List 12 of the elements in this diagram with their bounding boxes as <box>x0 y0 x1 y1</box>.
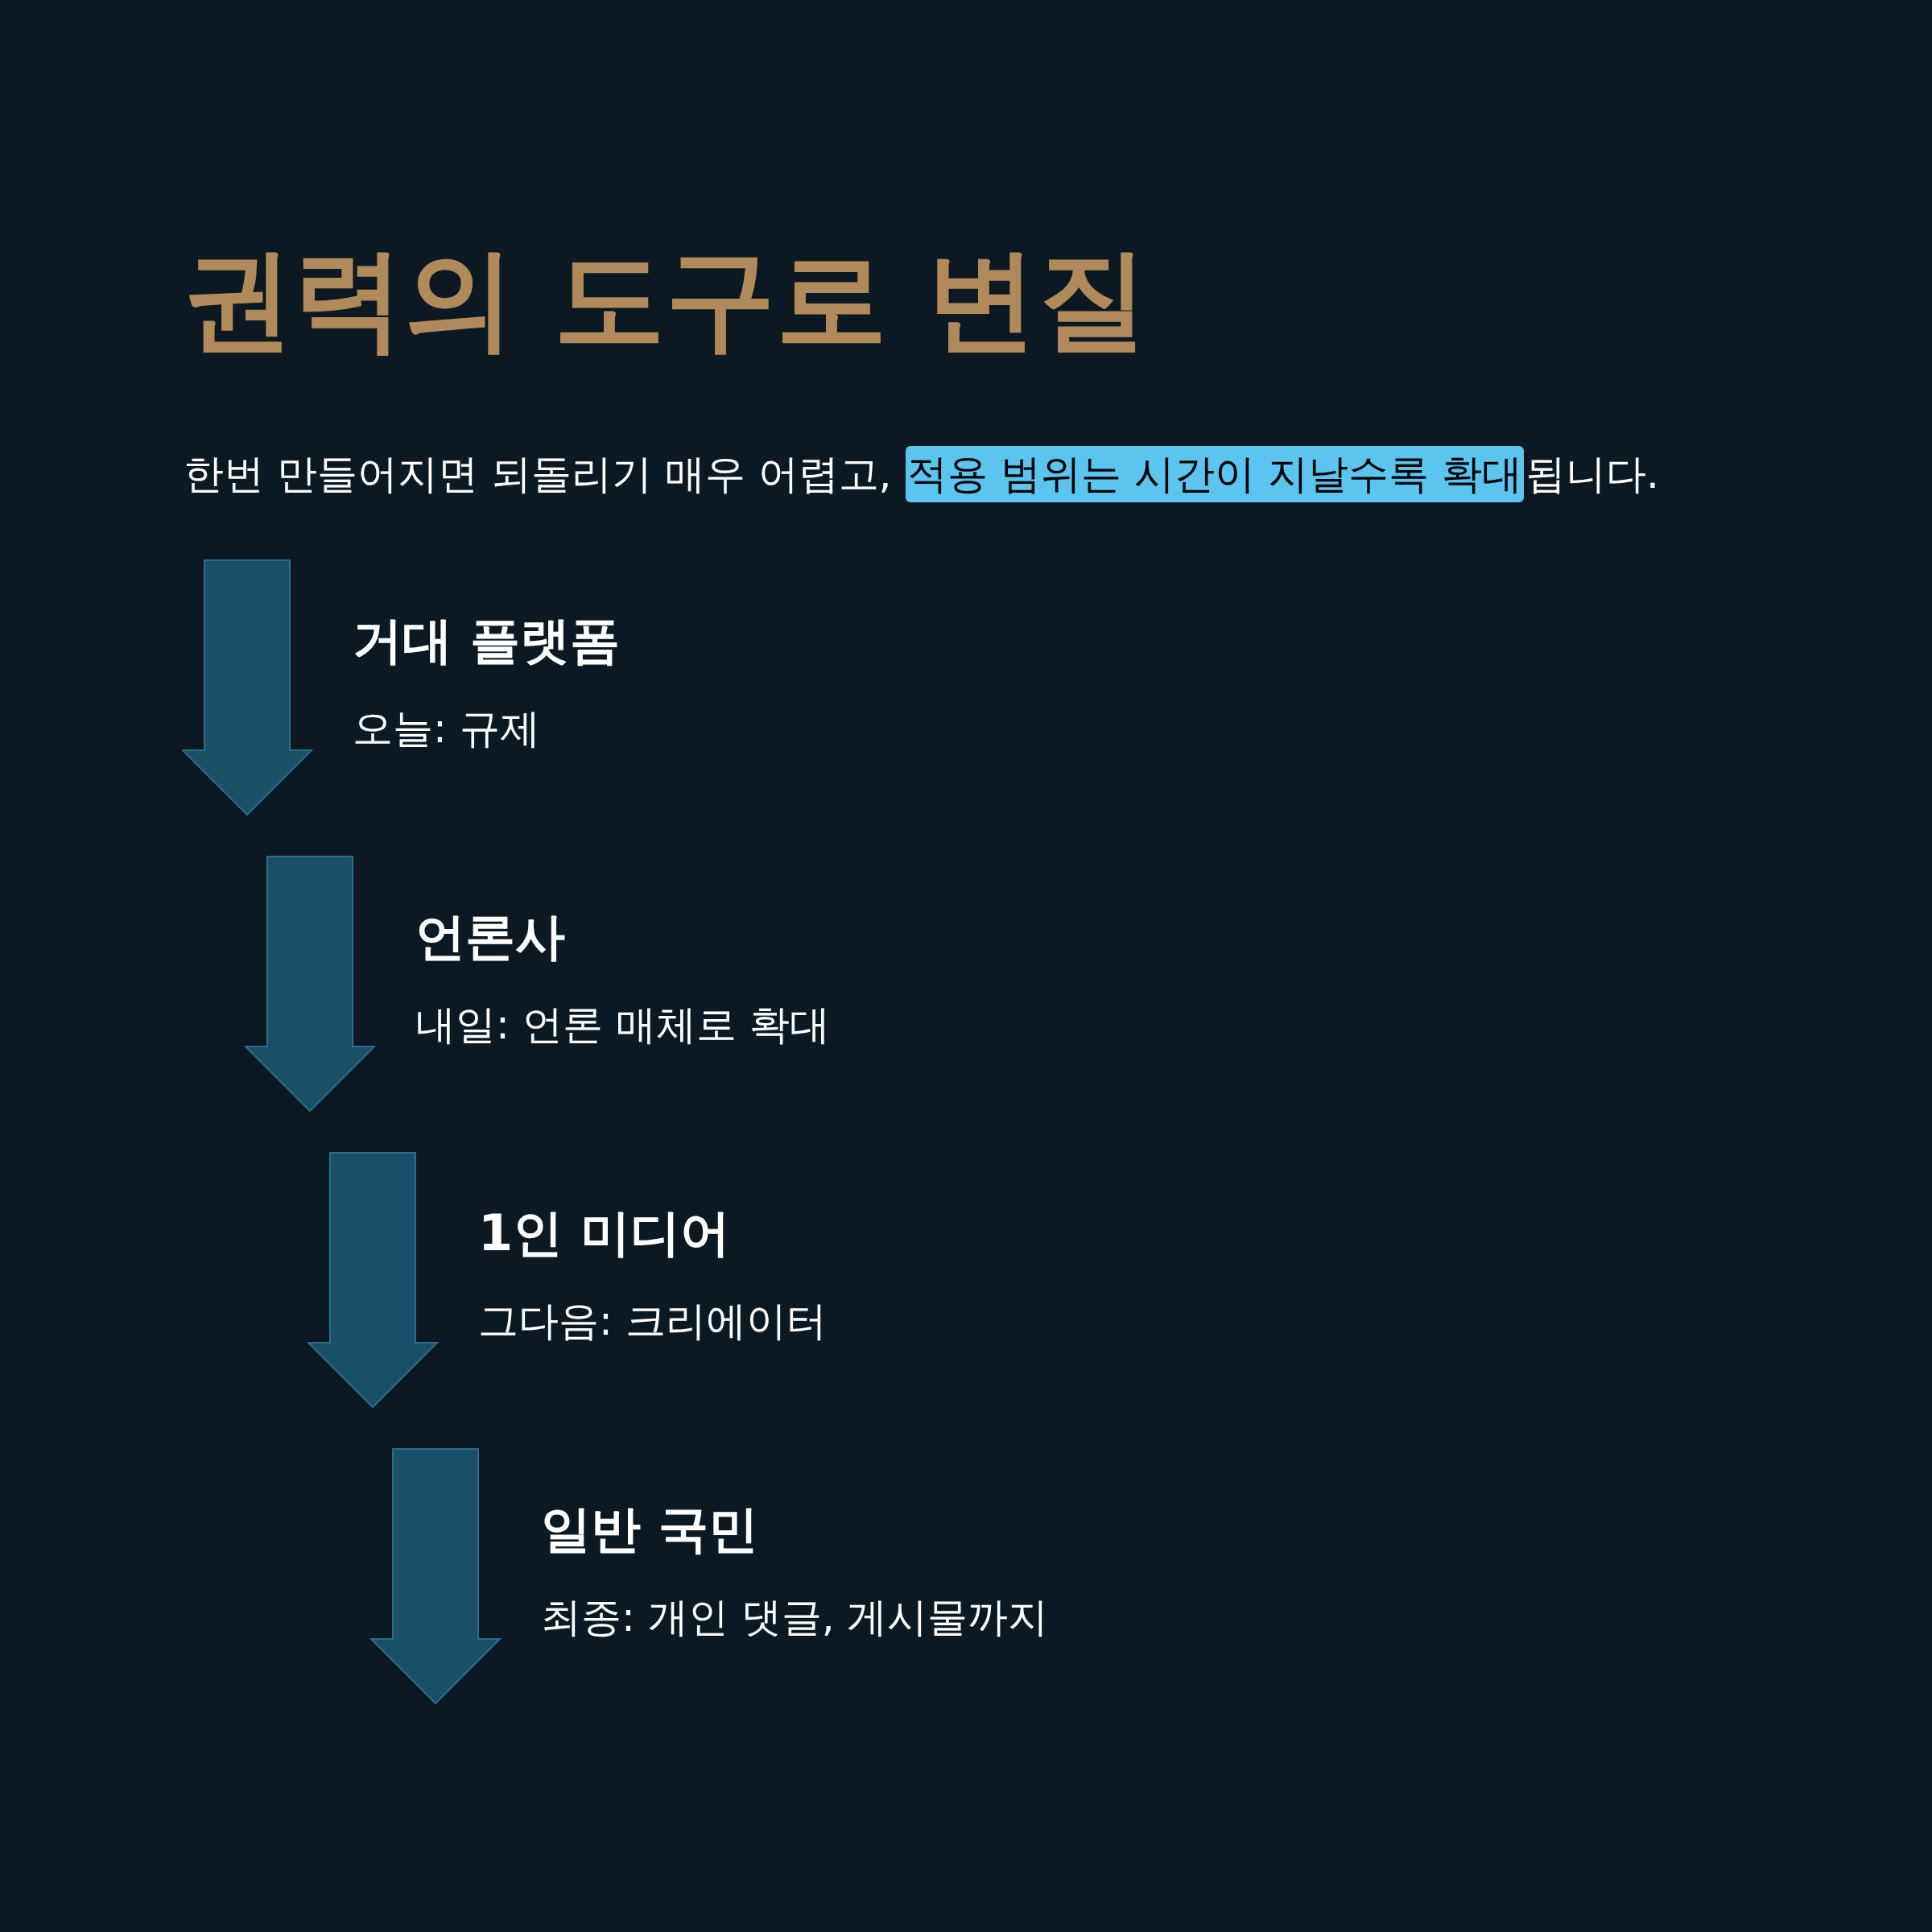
title: 권력의 도구로 변질 <box>182 233 1149 365</box>
step-heading: 언론사 <box>415 906 565 968</box>
highlighted-text: 적용 범위는 시간이 지날수록 확대 <box>906 446 1524 502</box>
step-heading: 1인 미디어 <box>478 1203 730 1264</box>
subtitle-text: 됩니다. <box>1524 450 1660 499</box>
step-description: 최종: 개인 댓글, 게시물까지 <box>541 1593 1049 1642</box>
step-description: 그다음: 크리에이터 <box>478 1297 827 1346</box>
step-description: 오늘: 규제 <box>353 704 540 753</box>
step-heading: 일반 국민 <box>541 1499 758 1560</box>
subtitle-text: 한번 만들어지면 되돌리기 매우 어렵고, <box>183 450 893 499</box>
step-description: 내일: 언론 매체로 확대 <box>415 1001 830 1050</box>
step-heading: 거대 플랫폼 <box>353 610 620 671</box>
